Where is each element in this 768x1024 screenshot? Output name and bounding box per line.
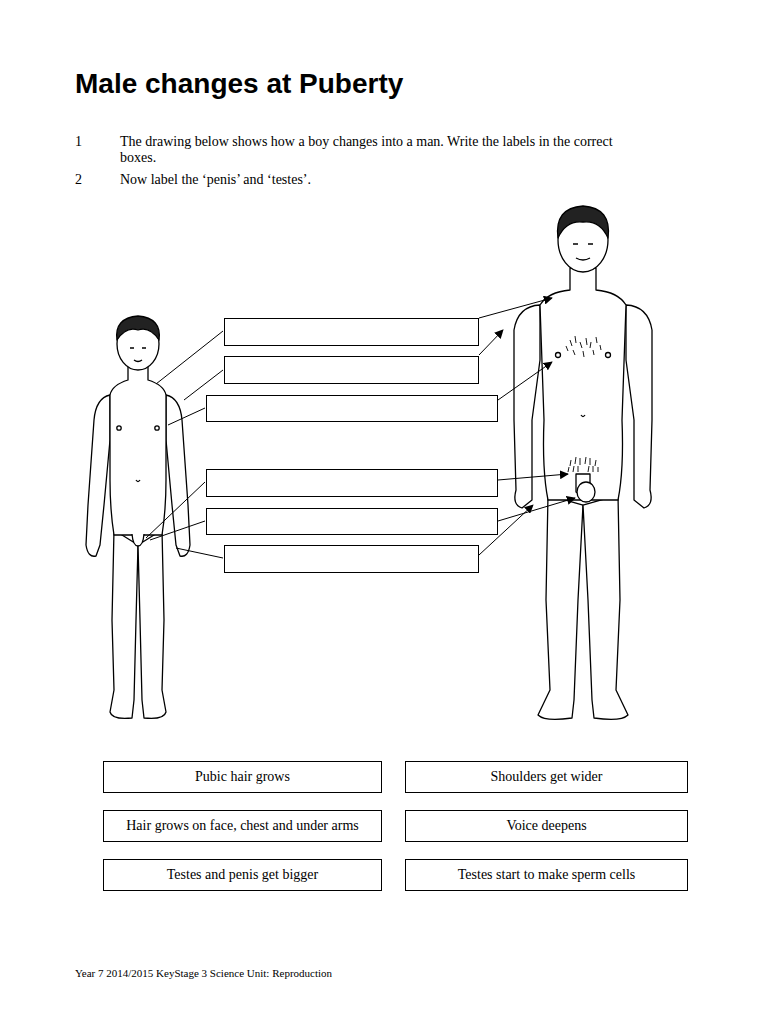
- label-option-box: Shoulders get wider: [405, 761, 688, 793]
- instruction-text: 1: [75, 134, 82, 150]
- option-label: Testes and penis get bigger: [167, 867, 318, 883]
- leader-lines: [146, 298, 575, 558]
- label-option-box: Pubic hair grows: [103, 761, 382, 793]
- label-option-box: Hair grows on face, chest and under arms: [103, 810, 382, 842]
- option-label: Testes start to make sperm cells: [458, 867, 635, 883]
- label-option-box: Voice deepens: [405, 810, 688, 842]
- answer-boxes: [207, 319, 498, 573]
- label-option-box: Testes start to make sperm cells: [405, 859, 688, 891]
- instruction-text: Now label the ‘penis’ and ‘testes’.: [120, 172, 630, 188]
- option-label: Shoulders get wider: [491, 769, 603, 785]
- page-title: Male changes at Puberty: [75, 68, 403, 100]
- label-option-box: Testes and penis get bigger: [103, 859, 382, 891]
- man-figure: [514, 206, 652, 719]
- instruction-text: The drawing below shows how a boy change…: [120, 134, 630, 166]
- option-label: Pubic hair grows: [195, 769, 290, 785]
- option-label: Voice deepens: [506, 818, 586, 834]
- footer-note: Year 7 2014/2015 KeyStage 3 Science Unit…: [75, 967, 332, 980]
- instruction-text: 2: [75, 172, 82, 188]
- boy-figure: [86, 316, 190, 718]
- option-label: Hair grows on face, chest and under arms: [126, 818, 358, 834]
